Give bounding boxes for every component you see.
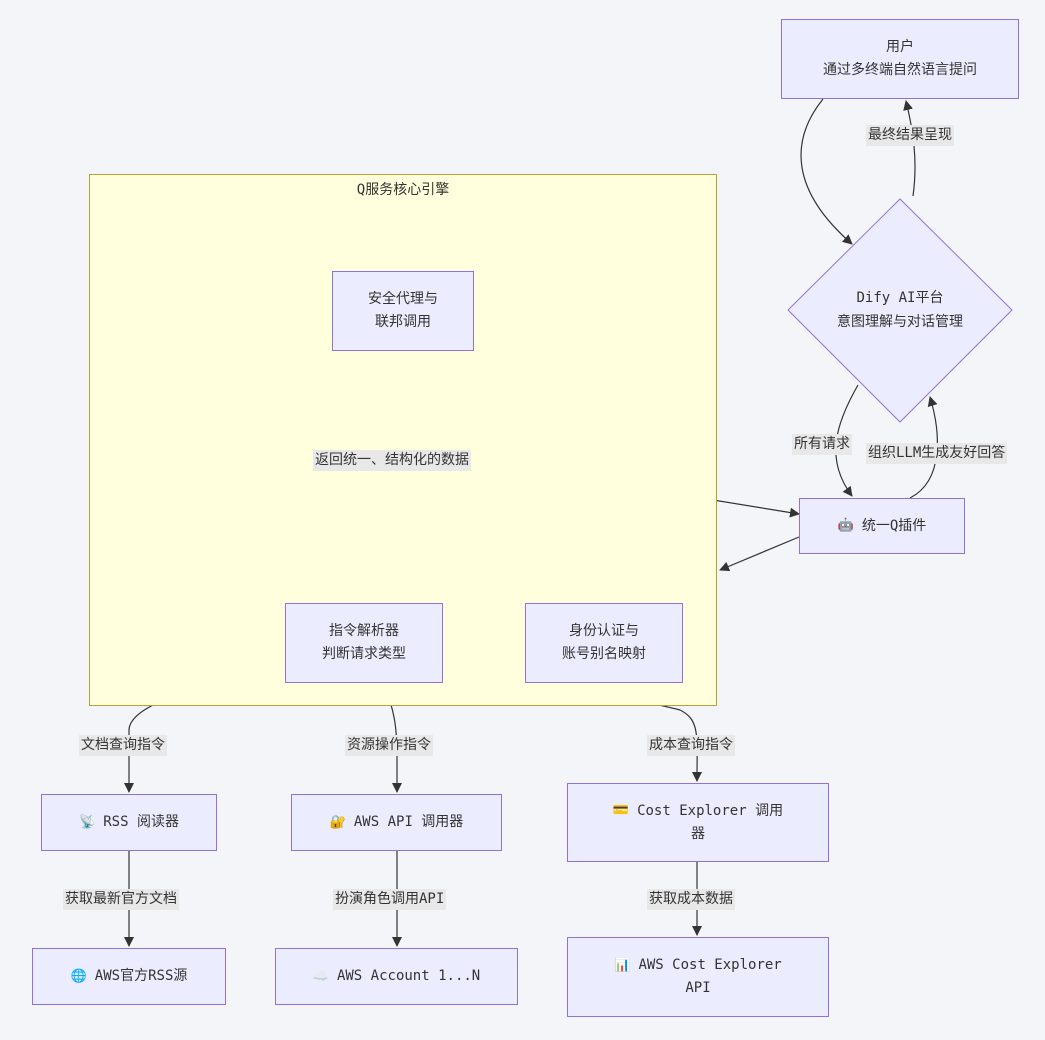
aws-account-node[interactable]: ☁️ AWS Account 1...N bbox=[275, 948, 518, 1005]
dify-title: Dify AI平台 bbox=[856, 290, 944, 306]
edge-label-return-data: 返回统一、结构化的数据 bbox=[313, 450, 471, 471]
cost-api-node[interactable]: 📊 AWS Cost Explorer API bbox=[567, 937, 829, 1017]
rss-source-node[interactable]: 🌐 AWS官方RSS源 bbox=[32, 948, 226, 1005]
cost-explorer-line1: Cost Explorer 调用 bbox=[637, 802, 784, 819]
user-description: 通过多终端自然语言提问 bbox=[823, 62, 977, 78]
plugin-node[interactable]: 🤖 统一Q插件 bbox=[799, 498, 965, 554]
parser-line2: 判断请求类型 bbox=[322, 646, 406, 662]
proxy-node[interactable]: 安全代理与 联邦调用 bbox=[332, 271, 474, 351]
edge-label-final-result: 最终结果呈现 bbox=[866, 125, 954, 146]
cost-explorer-line2: 器 bbox=[691, 825, 705, 842]
cost-explorer-node[interactable]: 💳 Cost Explorer 调用 器 bbox=[567, 783, 829, 862]
edge-label-get-docs: 获取最新官方文档 bbox=[63, 889, 179, 910]
proxy-line1: 安全代理与 bbox=[368, 291, 438, 307]
robot-icon: 🤖 bbox=[837, 518, 854, 533]
aws-api-node[interactable]: 🔐 AWS API 调用器 bbox=[291, 794, 502, 851]
edge-user-to-dify bbox=[800, 98, 853, 245]
parser-line1: 指令解析器 bbox=[329, 623, 399, 639]
edge-label-assume-role: 扮演角色调用API bbox=[333, 889, 447, 910]
cluster-title: Q服务核心引擎 bbox=[356, 182, 450, 198]
dify-diamond-shape[interactable] bbox=[787, 198, 1013, 423]
cost-api-line1: AWS Cost Explorer bbox=[638, 957, 782, 973]
edge-label-llm-answer: 组织LLM生成友好回答 bbox=[866, 443, 1008, 464]
edge-label-cost-query: 成本查询指令 bbox=[647, 735, 735, 756]
dify-description: 意图理解与对话管理 bbox=[837, 314, 963, 330]
auth-node[interactable]: 身份认证与 账号别名映射 bbox=[525, 603, 683, 683]
user-node[interactable]: 用户 通过多终端自然语言提问 bbox=[781, 19, 1019, 99]
credit-card-icon: 💳 bbox=[612, 803, 630, 818]
user-title: 用户 bbox=[886, 39, 914, 55]
aws-api-label: AWS API 调用器 bbox=[353, 814, 464, 830]
edge-plugin-to-core bbox=[719, 536, 800, 572]
proxy-line2: 联邦调用 bbox=[375, 314, 431, 330]
rss-source-label: AWS官方RSS源 bbox=[94, 968, 188, 984]
rss-reader-label: RSS 阅读器 bbox=[103, 814, 179, 830]
satellite-dish-icon: 📡 bbox=[79, 814, 96, 830]
auth-line2: 账号别名映射 bbox=[562, 646, 646, 662]
dify-node-text: Dify AI平台 意图理解与对话管理 bbox=[788, 286, 1012, 334]
globe-icon: 🌐 bbox=[70, 968, 87, 984]
bar-chart-icon: 📊 bbox=[614, 957, 631, 973]
edge-label-all-requests: 所有请求 bbox=[792, 434, 852, 455]
aws-account-label: AWS Account 1...N bbox=[336, 968, 481, 984]
edge-label-doc-query: 文档查询指令 bbox=[79, 735, 167, 756]
plugin-label: 统一Q插件 bbox=[861, 517, 927, 534]
auth-line1: 身份认证与 bbox=[569, 623, 639, 639]
rss-reader-node[interactable]: 📡 RSS 阅读器 bbox=[41, 794, 217, 851]
cost-api-line2: API bbox=[685, 980, 711, 996]
cloud-icon: ☁️ bbox=[312, 968, 329, 984]
lock-icon: 🔐 bbox=[329, 814, 346, 830]
edge-label-resource-op: 资源操作指令 bbox=[345, 735, 433, 756]
edge-label-get-cost: 获取成本数据 bbox=[647, 889, 735, 910]
parser-node[interactable]: 指令解析器 判断请求类型 bbox=[285, 603, 443, 683]
